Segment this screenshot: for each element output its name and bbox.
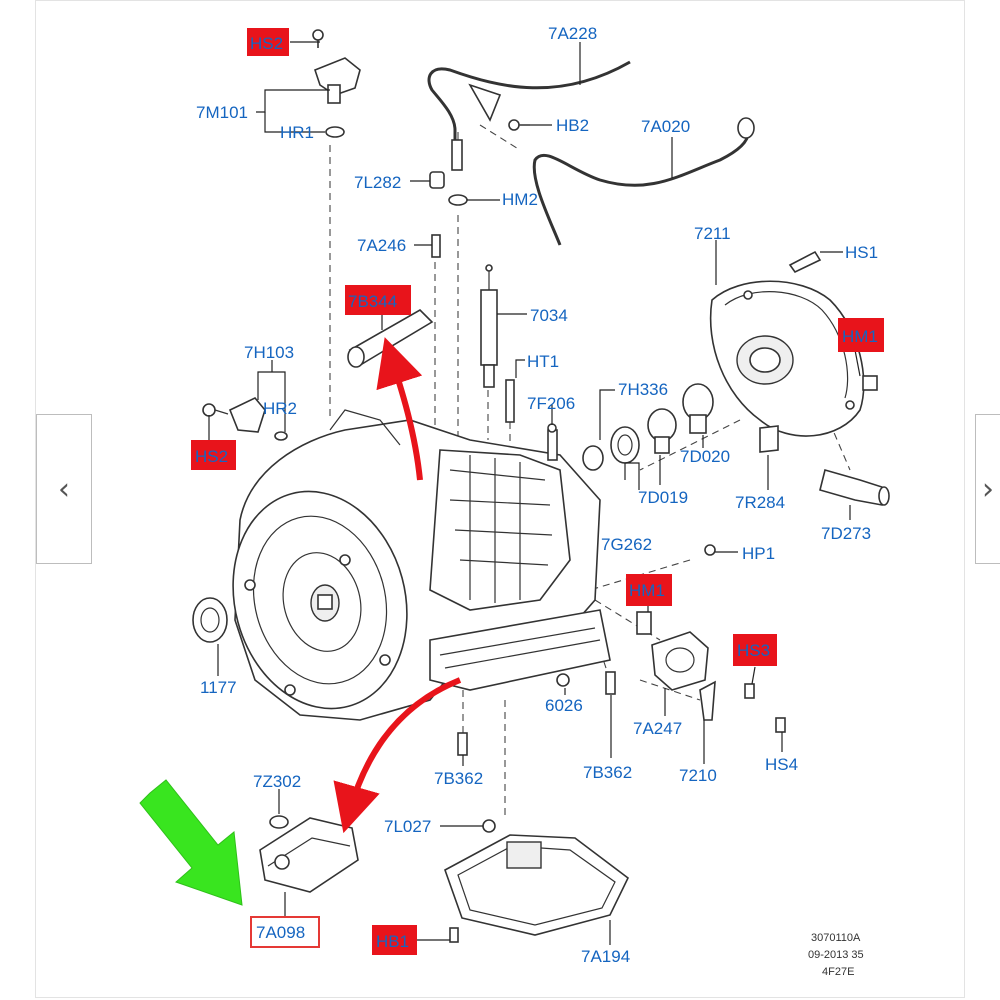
label-7a194: 7A194 bbox=[581, 947, 630, 966]
label-7034: 7034 bbox=[530, 306, 568, 325]
green-callout-arrow bbox=[139, 779, 243, 906]
highlight-7b344 bbox=[345, 285, 411, 315]
part-7a020-cable bbox=[532, 117, 755, 246]
part-7r284-clip bbox=[759, 425, 779, 453]
part-hs3-bolt bbox=[744, 683, 755, 699]
part-7210-lever bbox=[699, 680, 716, 721]
reference-date: 09-2013 35 bbox=[808, 949, 864, 961]
label-7a098: 7A098 bbox=[256, 923, 305, 942]
highlight-hm1-mid bbox=[626, 574, 672, 606]
label-hs3: HS3 bbox=[737, 641, 770, 660]
highlight-hs3 bbox=[733, 634, 777, 666]
highlight-hm1-top bbox=[838, 318, 884, 352]
part-labels: 7A228 7M101 HR1 HB2 7A020 7L282 HM2 7A24… bbox=[195, 24, 878, 966]
part-7a194-oil-pan bbox=[444, 834, 630, 936]
label-7l282: 7L282 bbox=[354, 173, 401, 192]
part-7a228-dipstick-tube bbox=[427, 60, 631, 171]
label-hb2: HB2 bbox=[556, 116, 589, 135]
label-7g262: 7G262 bbox=[601, 535, 652, 554]
part-6026-plug bbox=[556, 673, 570, 687]
label-7a228: 7A228 bbox=[548, 24, 597, 43]
part-hs1-bolt bbox=[788, 250, 822, 274]
label-hs2-left: HS2 bbox=[195, 447, 228, 466]
part-1177-seal bbox=[192, 597, 228, 643]
next-image-button[interactable]: › bbox=[975, 414, 1000, 564]
label-hp1: HP1 bbox=[742, 544, 775, 563]
part-7a246-bolt bbox=[431, 234, 441, 258]
label-hs2-top: HS2 bbox=[250, 34, 283, 53]
part-7d273-fitting bbox=[819, 469, 890, 506]
arrow-to-7a098 bbox=[333, 677, 462, 834]
part-hs2-left-bolt bbox=[202, 403, 229, 417]
highlight-hs2-top bbox=[247, 28, 289, 56]
label-7l027: 7L027 bbox=[384, 817, 431, 836]
part-7a247-range-sensor bbox=[651, 631, 709, 691]
red-pointer-arrows bbox=[333, 337, 462, 834]
label-7m101: 7M101 bbox=[196, 103, 248, 122]
part-7a098-filter bbox=[259, 817, 359, 893]
label-7a020: 7A020 bbox=[641, 117, 690, 136]
label-hs4: HS4 bbox=[765, 755, 798, 774]
label-7d273: 7D273 bbox=[821, 524, 871, 543]
label-hm2: HM2 bbox=[502, 190, 538, 209]
part-7z302-oring bbox=[269, 815, 289, 829]
label-7a246: 7A246 bbox=[357, 236, 406, 255]
highlight-boxes bbox=[191, 28, 884, 955]
arrow-to-7b344 bbox=[376, 337, 423, 481]
part-hs4-bolt bbox=[775, 717, 786, 733]
part-hm1-mid-nut bbox=[636, 611, 652, 635]
label-6026: 6026 bbox=[545, 696, 583, 715]
chevron-left-icon: ‹ bbox=[58, 471, 70, 507]
chevron-right-icon: › bbox=[982, 471, 994, 507]
part-hm2-oring bbox=[448, 194, 468, 206]
leader-lines bbox=[208, 41, 861, 945]
label-7z302: 7Z302 bbox=[253, 772, 301, 791]
part-7m101-sensor bbox=[312, 29, 361, 138]
reference-code: 3070110A bbox=[811, 932, 861, 944]
label-7b344: 7B344 bbox=[348, 292, 397, 311]
part-7g262-washer bbox=[582, 445, 604, 471]
part-7f206-fitting bbox=[547, 423, 558, 461]
label-hb1: HB1 bbox=[376, 932, 409, 951]
highlight-hs2-left bbox=[191, 440, 236, 470]
highlight-7a098 bbox=[250, 916, 320, 948]
label-7r284: 7R284 bbox=[735, 493, 785, 512]
label-hr1: HR1 bbox=[280, 123, 314, 142]
part-hb1-bolt bbox=[449, 927, 459, 943]
label-7f206: 7F206 bbox=[527, 394, 575, 413]
label-7210: 7210 bbox=[679, 766, 717, 785]
highlight-hb1 bbox=[372, 925, 417, 955]
label-7211: 7211 bbox=[694, 224, 731, 243]
label-7b362-right: 7B362 bbox=[583, 763, 632, 782]
label-7d019: 7D019 bbox=[638, 488, 688, 507]
previous-image-button[interactable]: ‹ bbox=[36, 414, 92, 564]
part-7l027-plug bbox=[482, 819, 496, 833]
diagram-reference: 3070110A 09-2013 35 4F27E bbox=[808, 932, 864, 978]
label-7b362-left: 7B362 bbox=[434, 769, 483, 788]
transmission-case bbox=[232, 409, 611, 721]
part-7b344-shaft bbox=[347, 309, 434, 368]
part-hp1-plug bbox=[704, 544, 716, 556]
label-7h103: 7H103 bbox=[244, 343, 294, 362]
label-7h336: 7H336 bbox=[618, 380, 668, 399]
part-7l282-plug bbox=[429, 171, 445, 189]
reference-model: 4F27E bbox=[822, 966, 854, 978]
part-7h336-clamps bbox=[647, 383, 714, 454]
part-7h103-sensor bbox=[228, 397, 288, 441]
label-7d020: 7D020 bbox=[680, 447, 730, 466]
part-7d019-seal bbox=[610, 426, 640, 464]
label-hr2: HR2 bbox=[263, 399, 297, 418]
part-7034-actuator bbox=[480, 264, 498, 388]
part-ht1-stud bbox=[505, 379, 515, 423]
label-1177: 1177 bbox=[200, 678, 237, 697]
label-ht1: HT1 bbox=[527, 352, 559, 371]
label-hm1-top: HM1 bbox=[842, 327, 878, 346]
label-hs1: HS1 bbox=[845, 243, 878, 262]
part-7211-adapter-plate bbox=[709, 280, 865, 437]
part-hm1-top-nut bbox=[862, 375, 878, 391]
label-7a247: 7A247 bbox=[633, 719, 682, 738]
label-hm1-mid: HM1 bbox=[629, 581, 665, 600]
